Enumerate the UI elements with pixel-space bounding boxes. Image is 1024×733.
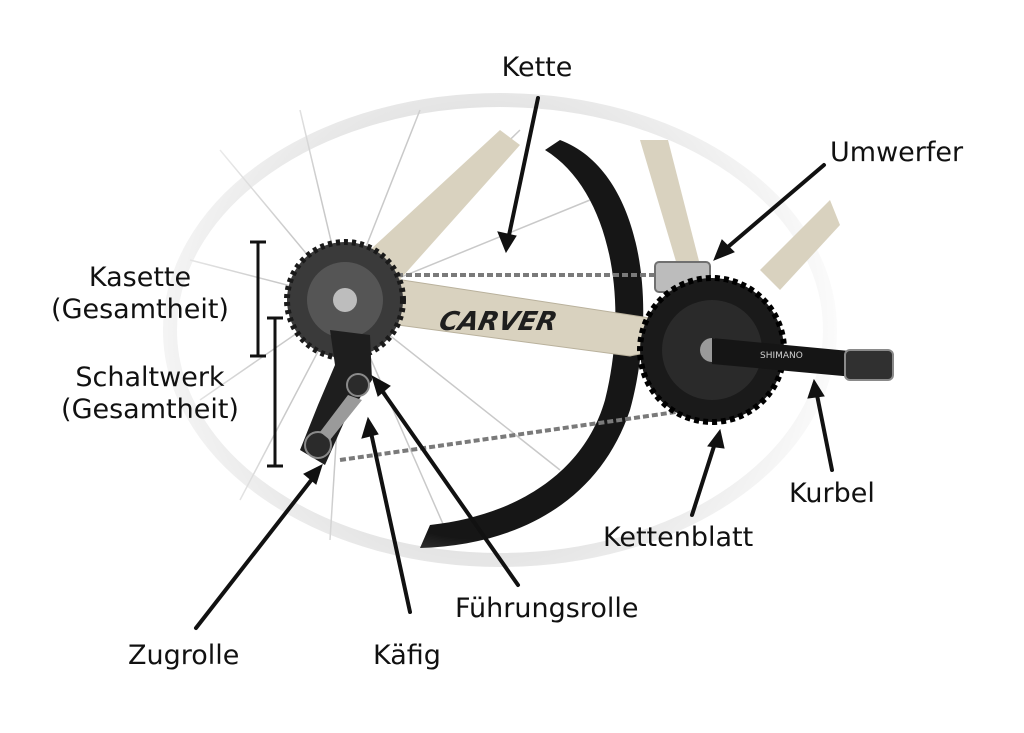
label-kaefig: Käfig (373, 640, 441, 671)
label-kurbel: Kurbel (789, 478, 875, 509)
label-schaltwerk: Schaltwerk (Gesamtheit) (50, 362, 250, 427)
arrow-zugrolle (194, 472, 318, 630)
pedal (844, 349, 894, 381)
rear-derailleur (300, 330, 372, 465)
label-schaltwerk-line1: Schaltwerk (75, 362, 225, 393)
label-umwerfer: Umwerfer (830, 137, 964, 168)
crank-arm (712, 338, 894, 381)
arrow-kaefig (368, 426, 412, 614)
brackets (250, 240, 283, 468)
chain (339, 273, 691, 462)
arrows (194, 96, 834, 630)
frame (329, 130, 840, 357)
arrow-kettenblatt (690, 438, 718, 517)
label-kasette-line2: (Gesamtheit) (51, 294, 229, 326)
arrow-umwerfer (720, 163, 826, 254)
arrow-kurbel (814, 388, 834, 472)
label-kette: Kette (501, 52, 573, 83)
arrow-kette (506, 96, 540, 242)
crank-brand-text: SHIMANO (760, 351, 803, 361)
arrow-fuehrungsrolle (376, 383, 520, 587)
label-zugrolle: Zugrolle (128, 640, 240, 671)
cassette (284, 239, 406, 361)
label-kasette-line1: Kasette (88, 262, 192, 293)
label-schaltwerk-line2: (Gesamtheit) (61, 394, 239, 426)
label-kettenblatt: Kettenblatt (603, 522, 754, 553)
frame-brand-text: CARVER (436, 307, 559, 337)
label-fuehrungsrolle: Führungsrolle (455, 593, 639, 624)
label-kasette: Kasette (Gesamtheit) (40, 262, 240, 327)
